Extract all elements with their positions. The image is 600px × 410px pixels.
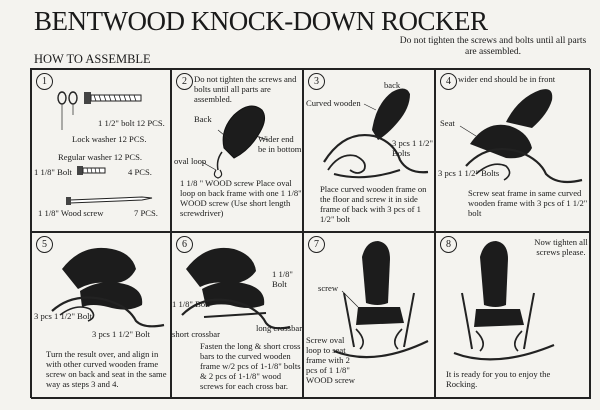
step-1-panel: 1 1 1/2" bolt 12 PCS. Lock washer 12 PCS… [31,69,171,232]
regular-washer-label: Regular washer 12 PCS. [58,152,143,162]
step-number: 8 [440,236,457,253]
step-number: 6 [176,236,193,253]
crossbar-illustration [181,247,291,330]
step-instruction: Place curved wooden frame on the floor a… [320,184,427,224]
back-label: back [384,80,401,90]
step-instruction: Screw oval loop to seat frame with 2 pcs… [306,335,355,385]
top-note: Do not tighten the screws and bolts unti… [399,36,587,57]
bolts-label: 3 pcs 1 1/2" Bolts [392,138,433,158]
step-instruction: It is ready for you to enjoy the Rocking… [446,369,551,389]
wider-end-label: wider end should be in front [458,74,556,84]
step-number: 7 [308,236,325,253]
right-bolt-label: 3 pcs 1 1/2" Bolt [92,329,150,339]
oval-loop-label: oval loop [174,156,207,166]
small-bolt-label: 1 1/8" Bolt [34,167,72,177]
screw-label: screw [318,283,339,293]
curved-frame-illustration [323,88,429,179]
long-crossbar-label: long crossbar [256,323,303,333]
seat-label: Seat [440,118,455,128]
short-crossbar-label: short crossbar [172,329,220,339]
seat-frame-illustration [459,89,583,184]
step-6-panel: 6 1 1/8" Bolt 1 1/8" Bolt short crossbar… [171,232,303,399]
step-5-panel: 5 3 pcs 1 1/2" Bolt 3 pcs 1 1/2" Bolt Tu… [31,232,171,399]
page-title: BENTWOOD KNOCK-DOWN ROCKER [34,6,488,36]
step-7-panel: 7 screw Screw oval loop to seat frame wi… [303,232,435,399]
step-8-panel: 8 Now tighten all screws please. It is r… [435,232,591,399]
rocker-illustration [333,241,429,359]
lock-washer-label: Lock washer 12 PCS. [72,134,147,144]
wood-screw-qty: 7 PCS. [134,208,158,218]
step-instruction: Screw seat frame in same curved wooden f… [468,188,588,218]
step-2-panel: 2 Do not tighten the screws and bolts un… [171,69,303,232]
back-label: Back [194,114,212,124]
step-instruction: Fasten the long & short cross bars to th… [200,341,301,391]
small-bolt-qty: 4 PCS. [128,167,152,177]
step-instruction: Turn the result over, and align in with … [46,349,167,389]
step-number: 4 [440,73,457,90]
step-note: Do not tighten the screws and bolts unti… [194,74,297,104]
wood-screw-label: 1 1/8" Wood screw [38,208,104,218]
right-bolt-label: 1 1/8" Bolt [272,269,293,289]
assembled-side-illustration [51,247,165,328]
bolts-label: 3 pcs 1 1/2" Bolts [438,168,500,178]
step-number: 5 [36,236,53,253]
step-4-panel: 4 wider end should be in front Seat 3 pc… [435,69,591,232]
step-note: Now tighten all screws please. [534,237,588,257]
instruction-grid: 1 1 1/2" bolt 12 PCS. Lock washer 12 PCS… [30,68,591,399]
left-bolt-label: 3 pcs 1 1/2" Bolt [34,311,92,321]
finished-rocker-illustration [453,241,555,361]
wider-end-label: Wider end be in bottom [258,134,302,154]
parts-illustration [57,91,153,205]
step-number: 1 [36,73,53,90]
back-frame-illustration [201,105,269,179]
step-instruction: 1 1/8 " WOOD screw Place oval loop on ba… [180,178,302,218]
page-subtitle: HOW TO ASSEMBLE [34,52,151,66]
step-3-panel: 3 back Curved wooden 3 pcs 1 1/2" Bolts … [303,69,435,232]
step-number: 2 [176,73,193,90]
curved-wooden-label: Curved wooden [306,98,361,108]
bolt-label: 1 1/2" bolt 12 PCS. [98,118,165,128]
left-bolt-label: 1 1/8" Bolt [172,299,210,309]
step-number: 3 [308,73,325,90]
